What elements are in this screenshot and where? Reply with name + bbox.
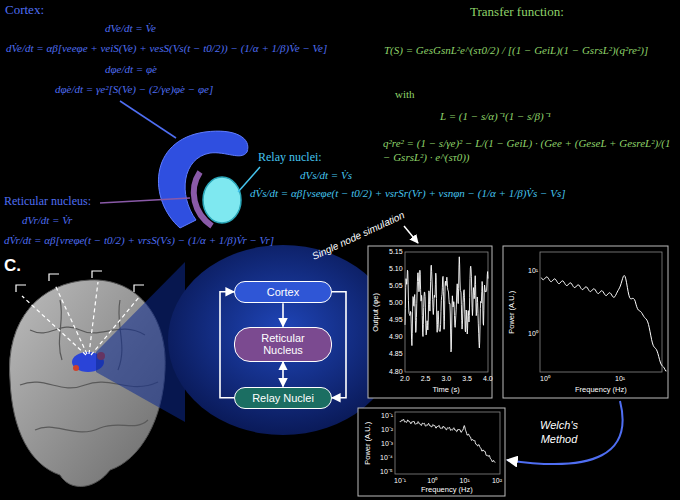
- tick-label: 2.0: [400, 375, 410, 383]
- equation: dφ̇e/dt = γe²[S(Ve) − (2/γe)φ̇e − φe]: [55, 83, 213, 96]
- tick-label: 4.85: [389, 350, 403, 358]
- connector-arrow: [282, 303, 284, 326]
- panel-letter: C.: [4, 256, 21, 276]
- electrode-lines: [92, 271, 102, 278]
- electrode-lines: [16, 285, 26, 292]
- plot-panel: [368, 246, 492, 398]
- connector-word: with: [395, 88, 415, 101]
- electrode-lines: [89, 282, 98, 354]
- tick-label: 10⁻³: [381, 440, 393, 448]
- tick-label: 3.5: [462, 375, 472, 383]
- process-arrow: [404, 226, 623, 464]
- axis-title: Power (A.U.): [364, 421, 373, 464]
- tick-label: 5.15: [389, 248, 403, 256]
- electrode-lines: [22, 296, 86, 355]
- node-label: Relay Nuclei: [243, 392, 323, 405]
- tick-label: 4.95: [389, 316, 403, 324]
- electrode-lines: [55, 285, 87, 354]
- tick-label: 10¹: [528, 267, 538, 275]
- plot-panel: [540, 252, 662, 372]
- tick-label: 3.0: [442, 375, 452, 383]
- model-ellipse: [168, 245, 398, 435]
- tick-label: 10⁻⁵: [380, 468, 393, 476]
- plot-panel: [400, 419, 495, 462]
- section-heading: Reticular nucleus:: [4, 195, 91, 209]
- tick-label: 2.5: [421, 375, 431, 383]
- thalamocortical-sketch: [158, 131, 247, 228]
- equation: L = (1 − s/α)⁻¹(1 − s/β)⁻¹: [440, 110, 551, 123]
- connector-arrow: [220, 292, 234, 398]
- leader-line: [120, 101, 176, 138]
- leader-line: [100, 101, 260, 203]
- tick-label: 10⁻⁴: [380, 454, 393, 462]
- plot-panel: [503, 246, 668, 398]
- equation: T(S) = GesGsnL²e^(sτ0/2) / [(1 − GeiL)(1…: [384, 44, 648, 57]
- section-heading: Relay nuclei:: [258, 151, 322, 165]
- tick-label: 10⁻¹: [394, 477, 406, 485]
- tick-label: 10⁻¹: [381, 412, 393, 420]
- plot-panel: [395, 412, 500, 474]
- process-box: Relay Nuclei: [234, 387, 332, 410]
- tick-label: 4.90: [389, 333, 403, 341]
- section-heading: Transfer function:: [470, 5, 564, 20]
- brain-illustration: [35, 420, 148, 432]
- equation: q²re² = (1 − s/γe)² − L/(1 − GeiL) · (Ge…: [383, 136, 673, 165]
- equation: dV̇s/dt = αβ[νseφe(t − t0/2) + νsrSr(Vr)…: [250, 187, 566, 200]
- axis-title: Frequency (Hz): [421, 486, 473, 495]
- thalamocortical-sketch: [158, 131, 247, 228]
- tick-label: 10¹: [615, 375, 625, 383]
- process-box: Reticular Nucleus: [234, 327, 332, 362]
- brain-illustration: [59, 300, 62, 360]
- process-arrow: [507, 401, 623, 464]
- axis-title: Power (A.U.): [508, 290, 517, 333]
- tick-label: 5.00: [389, 299, 403, 307]
- plot-panel: [358, 408, 505, 496]
- process-arrow: [404, 226, 418, 243]
- axis-title: Output (φe): [372, 292, 381, 331]
- tick-label: 10⁰: [528, 330, 538, 338]
- electrode-lines: [49, 274, 59, 281]
- process-box: Cortex: [234, 281, 332, 304]
- axis-title: Frequency (Hz): [575, 386, 627, 395]
- equation: dVs/dt = V̇s: [300, 169, 352, 182]
- connector-arrow: [282, 362, 284, 387]
- equation: dφe/dt = φ̇e: [105, 63, 157, 76]
- tick-label: 10²: [492, 477, 502, 485]
- section-heading: Cortex:: [5, 3, 44, 18]
- axis-title: Time (s): [433, 386, 460, 395]
- plot-panel: [405, 252, 488, 372]
- equation: dVr/dt = V̇r: [22, 214, 72, 227]
- equation: dV̇r/dt = αβ[νreφe(t − t0/2) + νrsS(Vs) …: [4, 234, 274, 247]
- plot-panel: [368, 246, 492, 398]
- plot-panel: [541, 275, 666, 371]
- plot-panel: [503, 246, 668, 398]
- node-label: Cortex: [243, 286, 323, 299]
- tick-label: 5.10: [389, 265, 403, 273]
- tick-label: 5.05: [389, 282, 403, 290]
- connector-arrow: [332, 292, 346, 398]
- equation: dVe/dt = V̇e: [105, 22, 156, 35]
- tick-label: 4.80: [389, 368, 403, 376]
- equation: dV̇e/dt = αβ[νeeφe + νeiS(Ve) + νesS(Vs(…: [6, 42, 327, 55]
- tick-label: 10⁻²: [381, 426, 393, 434]
- plot-panel: [405, 257, 488, 352]
- node-label: Reticular Nucleus: [243, 332, 323, 357]
- tick-label: 10⁰: [540, 375, 550, 383]
- brain-illustration: [73, 365, 79, 371]
- tick-label: 4.0: [483, 375, 493, 383]
- plot-panel: [358, 408, 505, 496]
- tick-label: 10⁰: [427, 477, 437, 485]
- thalamocortical-sketch: [203, 177, 241, 223]
- tick-label: 10¹: [460, 477, 470, 485]
- process-annotation: Welch's Method: [528, 418, 590, 447]
- electrode-lines: [134, 285, 144, 292]
- leader-line: [100, 198, 190, 203]
